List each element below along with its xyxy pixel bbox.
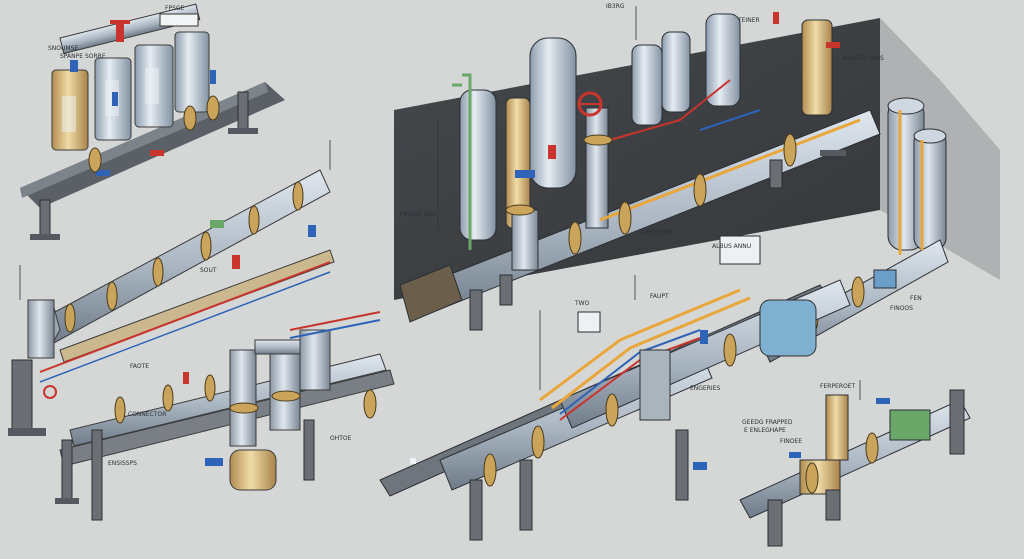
lower-center-assembly xyxy=(379,235,851,541)
label-panel-right: ALBUS ANNU xyxy=(712,243,751,250)
label-top-left-b: SNOUMSE xyxy=(48,45,78,52)
label-bottom-right-d: FINOEE xyxy=(780,438,802,445)
label-bottom-mid: OHTOE xyxy=(330,435,352,442)
bottom-right-assembly xyxy=(739,389,971,547)
label-bottom-left-b: ENSISSPS xyxy=(108,460,137,467)
label-center-note: DIPRHORN xyxy=(640,229,672,236)
lower-left-assembly xyxy=(55,311,395,521)
label-mid-left-a: SOUT xyxy=(200,267,217,274)
label-mid-right-b: FINOOS xyxy=(890,305,913,312)
label-top-right-b: AEHEER PADS xyxy=(842,55,884,62)
label-mid-right-a: FEN xyxy=(910,295,922,302)
leader-lines xyxy=(19,6,861,400)
label-top-right-a: TEINER xyxy=(737,17,760,24)
label-top-center: IB3RG xyxy=(606,3,625,10)
label-lower-center-c: ENGERIES xyxy=(690,385,720,392)
label-mid-left-b: FAOTE xyxy=(130,363,149,370)
left-long-pipeline xyxy=(8,169,335,436)
center-assembly xyxy=(399,12,881,331)
label-bottom-left-a: CONNECTOR xyxy=(128,411,166,418)
label-bottom-right-a: GEEDG FRAPPED xyxy=(742,419,793,426)
label-lower-center-b: FAUPT xyxy=(650,293,669,300)
label-center-left: FRONO OAG xyxy=(400,211,437,218)
label-bottom-right-c: FERPEROET xyxy=(820,383,856,390)
top-left-assembly xyxy=(20,3,285,240)
label-lower-center-a: TWO xyxy=(574,300,590,307)
label-top-left-a: FPSGE xyxy=(165,5,185,12)
label-bottom-right-b: E ENLEGHAPE xyxy=(744,427,786,434)
label-top-left-side: SPANPE SORRE xyxy=(60,53,106,60)
